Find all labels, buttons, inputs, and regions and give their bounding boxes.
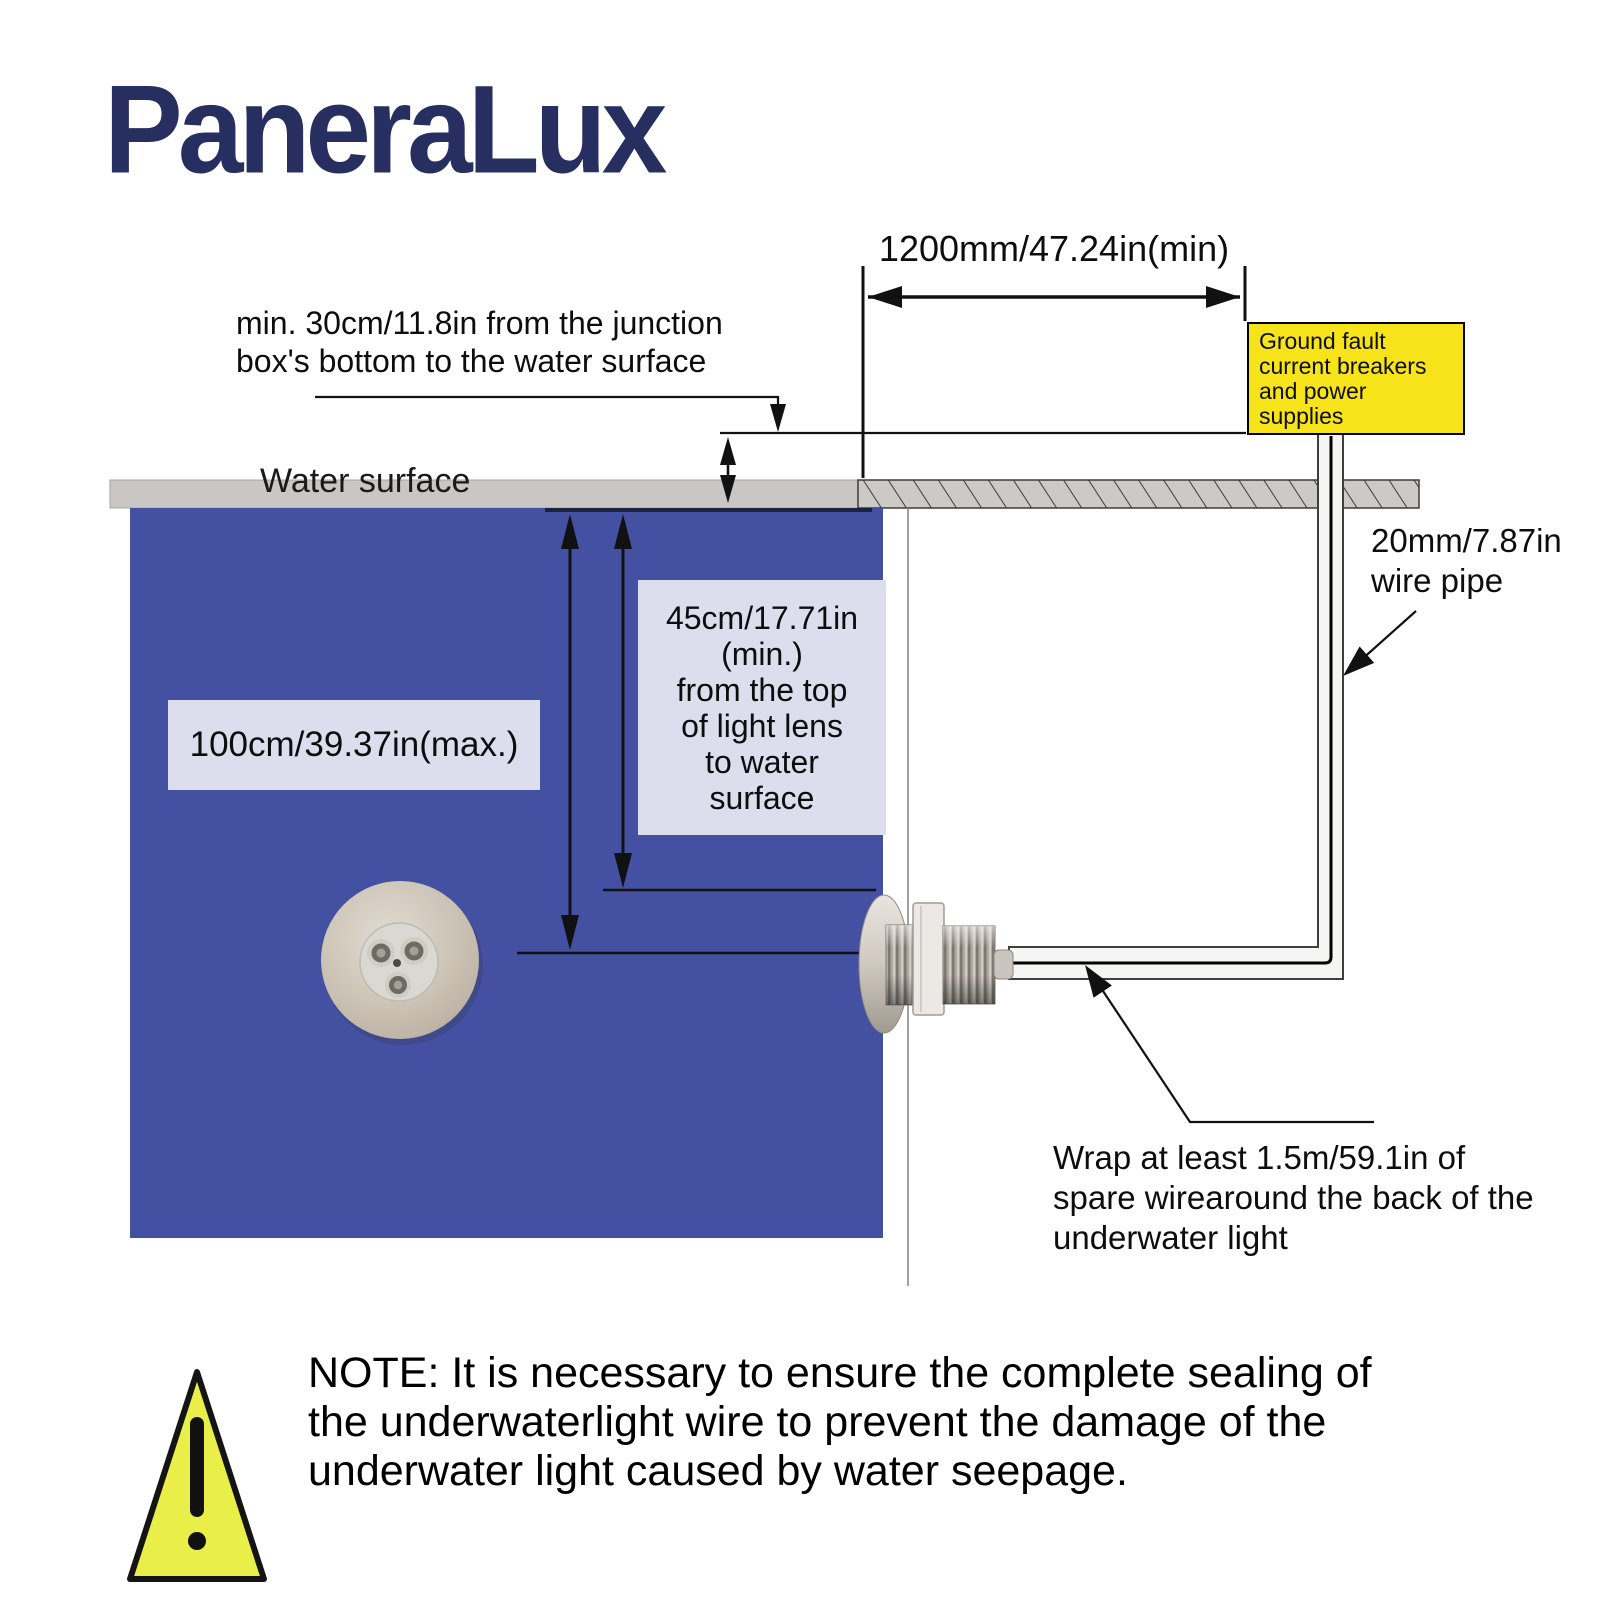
lens-depth-line1: 45cm/17.71in [665,599,859,636]
water-surface-label: Water surface [260,462,471,500]
lens-depth-line2: (min.) [721,635,803,672]
underwater-light-front [321,881,483,1045]
underwater-light-side [858,894,1014,1034]
junction-box-note: min. 30cm/11.8in from the junction box's… [236,304,723,380]
lens-depth-line3: from the top [676,671,848,708]
wire-pipe-label: 20mm/7.87in wire pipe [1371,521,1562,601]
junction-box-note-line2: box's bottom to the water surface [236,343,707,379]
wire-pipe-label-line2: wire pipe [1371,562,1504,599]
lens-depth-line4: of light lens [681,707,843,744]
dimension-30cm-arrow [720,437,736,503]
lens-depth-line5: to water [705,743,819,780]
dimension-1200-arrow [861,266,1247,478]
breaker-box-line3: and power [1259,378,1367,404]
dimension-100cm-arrow [561,514,579,950]
wire-pipe-l [1008,433,1344,980]
note-text: NOTE: It is necessary to ensure the comp… [308,1349,1372,1496]
breaker-box-line4: supplies [1259,403,1344,429]
lens-depth-box: 45cm/17.71in (min.) from the top of ligh… [638,580,886,835]
wrap-note-line1: Wrap at least 1.5m/59.1in of [1053,1139,1466,1176]
top-dimension-label: 1200mm/47.24in(min) [878,228,1230,269]
dimension-45cm-arrow [614,514,632,888]
junction-box-note-line1: min. 30cm/11.8in from the junction [236,305,723,341]
max-depth-box: 100cm/39.37in(max.) [168,700,540,790]
note-line3: underwater light caused by water seepage… [308,1447,1128,1495]
note-line1: NOTE: It is necessary to ensure the comp… [308,1349,1372,1397]
wire-pipe-label-line1: 20mm/7.87in [1371,522,1562,559]
breaker-box-line2: current breakers [1259,353,1427,379]
wrap-note-line2: spare wirearound the back of the [1053,1179,1534,1216]
warning-triangle-icon [127,1369,267,1582]
breaker-box-line1: Ground fault [1259,328,1386,354]
wrap-note-line3: underwater light [1053,1219,1288,1256]
lens-depth-line6: surface [709,779,815,816]
wrap-note: Wrap at least 1.5m/59.1in of spare wirea… [1053,1138,1534,1258]
brand-logo: PaneraLux [104,60,667,201]
breaker-box: Ground fault current breakers and power … [1247,322,1465,435]
note-line2: the underwaterlight wire to prevent the … [308,1398,1327,1446]
max-depth-label: 100cm/39.37in(max.) [189,725,519,764]
wire-pipe-arrow [1343,610,1417,676]
wire-line [1013,436,1333,965]
wrap-leader-arrow [1085,965,1374,1124]
junction-leader-arrow [315,395,786,432]
